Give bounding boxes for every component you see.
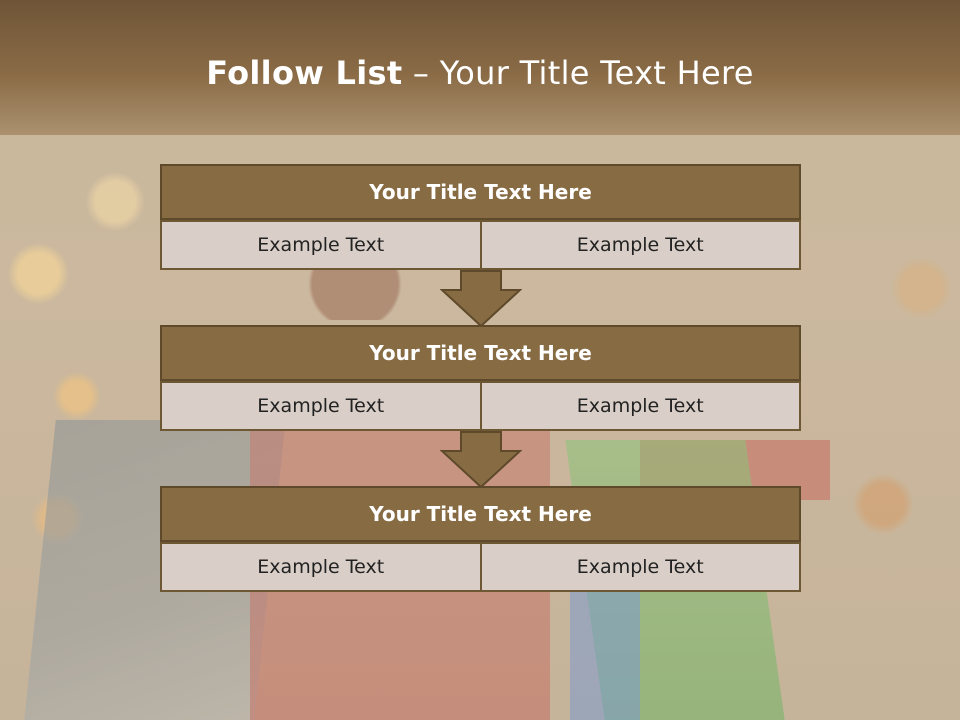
slide-title-strong: Follow List: [206, 54, 403, 92]
block-row: Example Text Example Text: [160, 381, 801, 431]
slide-title: Follow List – Your Title Text Here: [0, 54, 960, 92]
block-cell-right: Example Text: [479, 220, 801, 270]
block-cell-right: Example Text: [479, 542, 801, 592]
blue-bag-image: [570, 590, 640, 720]
block-cell-left: Example Text: [160, 220, 482, 270]
block-row: Example Text Example Text: [160, 220, 801, 270]
block-title: Your Title Text Here: [160, 325, 801, 381]
block-row: Example Text Example Text: [160, 542, 801, 592]
block-title: Your Title Text Here: [160, 486, 801, 542]
block-title: Your Title Text Here: [160, 164, 801, 220]
slide-title-rest: – Your Title Text Here: [402, 54, 754, 92]
block-cell-left: Example Text: [160, 381, 482, 431]
down-arrow-icon: [440, 431, 522, 489]
list-block-3: Your Title Text Here Example Text Exampl…: [160, 486, 801, 592]
block-cell-right: Example Text: [479, 381, 801, 431]
list-block-1: Your Title Text Here Example Text Exampl…: [160, 164, 801, 270]
block-cell-left: Example Text: [160, 542, 482, 592]
title-band: [0, 0, 960, 135]
down-arrow-icon: [440, 270, 522, 328]
list-block-2: Your Title Text Here Example Text Exampl…: [160, 325, 801, 431]
